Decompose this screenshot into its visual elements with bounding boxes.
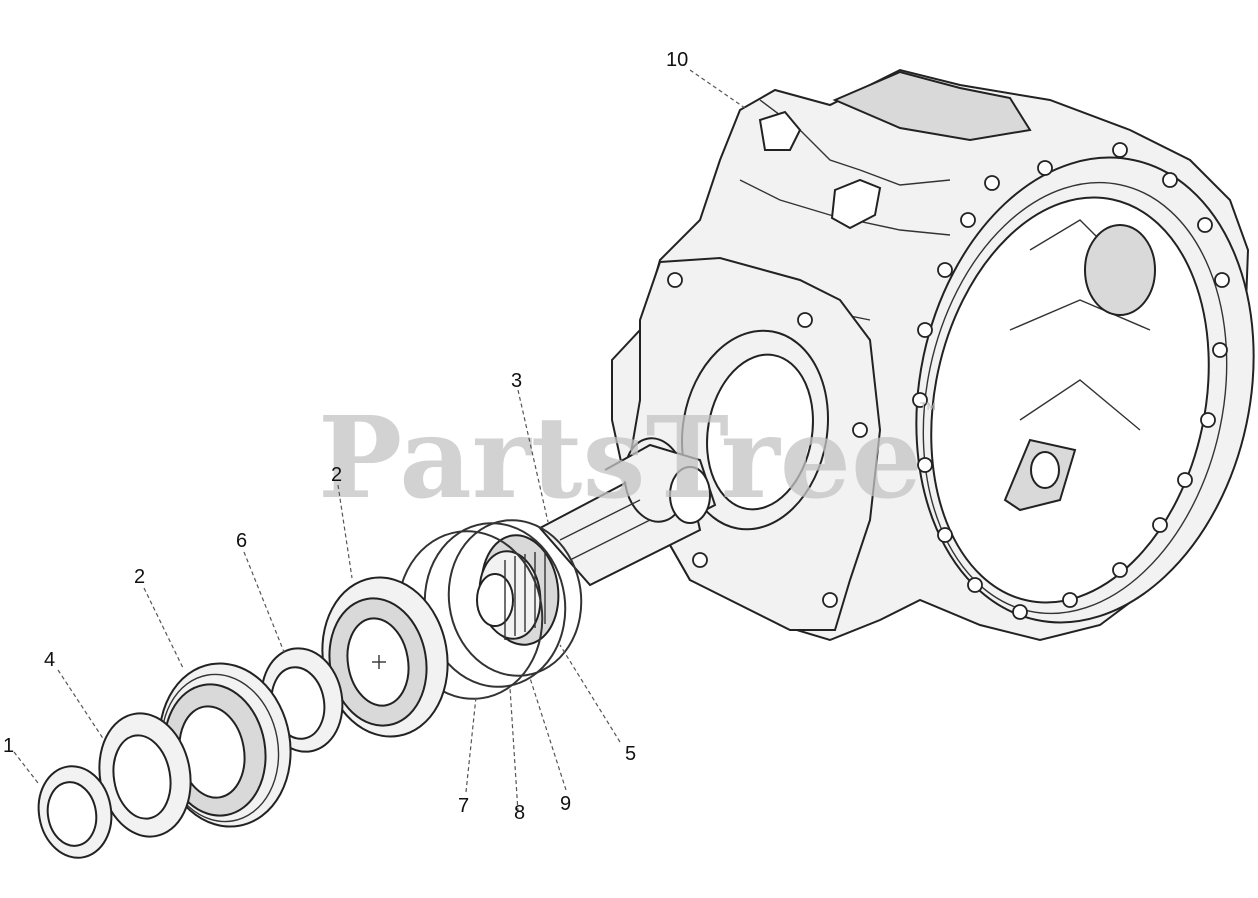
callout-5: 5 xyxy=(625,743,636,765)
callout-3: 3 xyxy=(511,370,522,392)
leader-lines xyxy=(13,69,746,813)
callout-2-lower: 2 xyxy=(134,566,145,588)
lock-nut xyxy=(37,765,113,859)
tab-washer xyxy=(98,712,192,838)
callout-6: 6 xyxy=(236,530,247,552)
callout-2-upper: 2 xyxy=(331,464,342,486)
callout-7: 7 xyxy=(458,795,469,817)
bearing-upper xyxy=(321,576,449,738)
callout-1: 1 xyxy=(3,735,14,757)
callout-8: 8 xyxy=(514,802,525,824)
callout-4: 4 xyxy=(44,649,55,671)
retaining-rings xyxy=(396,519,583,700)
callout-9: 9 xyxy=(560,793,571,815)
callout-10: 10 xyxy=(666,49,688,71)
housing-part xyxy=(611,68,1255,642)
watermark-trademark: TM xyxy=(920,401,936,413)
shaft-part xyxy=(538,437,717,587)
watermark: PartsTree xyxy=(318,393,922,524)
callout-labels: 10 3 2 6 2 4 1 5 7 8 9 xyxy=(3,49,688,824)
spline-gear-pack xyxy=(476,534,560,646)
